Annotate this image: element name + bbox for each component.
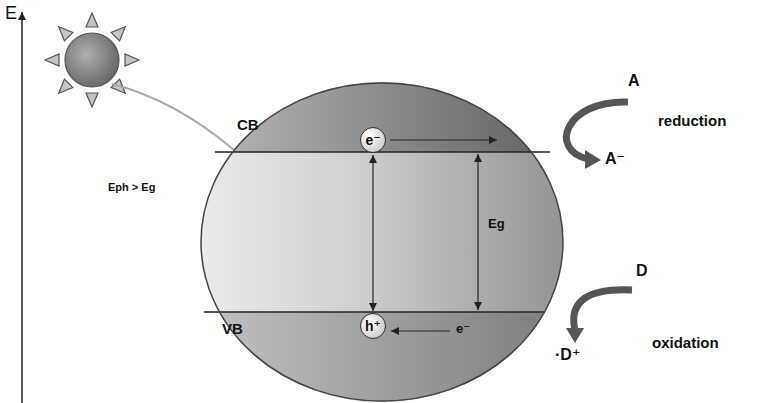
- sphere-outline: [201, 83, 563, 401]
- oxidized-donor-label: ·D⁺: [555, 346, 580, 364]
- process-label: oxidation: [652, 334, 719, 351]
- sphere-shading: [200, 80, 566, 403]
- light-beam: [112, 84, 234, 150]
- acceptor-label: A: [628, 72, 640, 90]
- reduction-arrow: [566, 102, 628, 169]
- process-label: reduction: [658, 112, 726, 129]
- electron-particle: e⁻: [360, 127, 386, 153]
- hole-particle: h⁺: [360, 313, 386, 339]
- energy-axis: [21, 12, 23, 403]
- reduced-acceptor-label: A⁻: [605, 150, 625, 168]
- band-gap-label: Eg: [488, 217, 505, 232]
- conduction-band-edge: [215, 151, 550, 153]
- sun-symbol: [45, 13, 139, 107]
- hole-fill-arrow: [391, 330, 450, 331]
- photon-energy-condition: Eph > Eg: [108, 181, 155, 194]
- band-gap-arrow: [477, 154, 478, 310]
- axis-label: E: [5, 3, 17, 24]
- excitation-arrow: [372, 155, 373, 311]
- band-label: VB: [222, 320, 243, 337]
- donor-label: D: [636, 262, 648, 280]
- charge-label: e⁻: [365, 133, 380, 147]
- electron-label: e⁻: [456, 322, 470, 337]
- band-label: CB: [237, 116, 259, 133]
- charge-label: h⁺: [365, 319, 381, 333]
- semiconductor-particle: CB EgVB e⁻ e⁻ h⁺: [200, 82, 564, 402]
- electron-transfer-arrow: [390, 139, 497, 140]
- oxidation-arrow: [566, 290, 632, 343]
